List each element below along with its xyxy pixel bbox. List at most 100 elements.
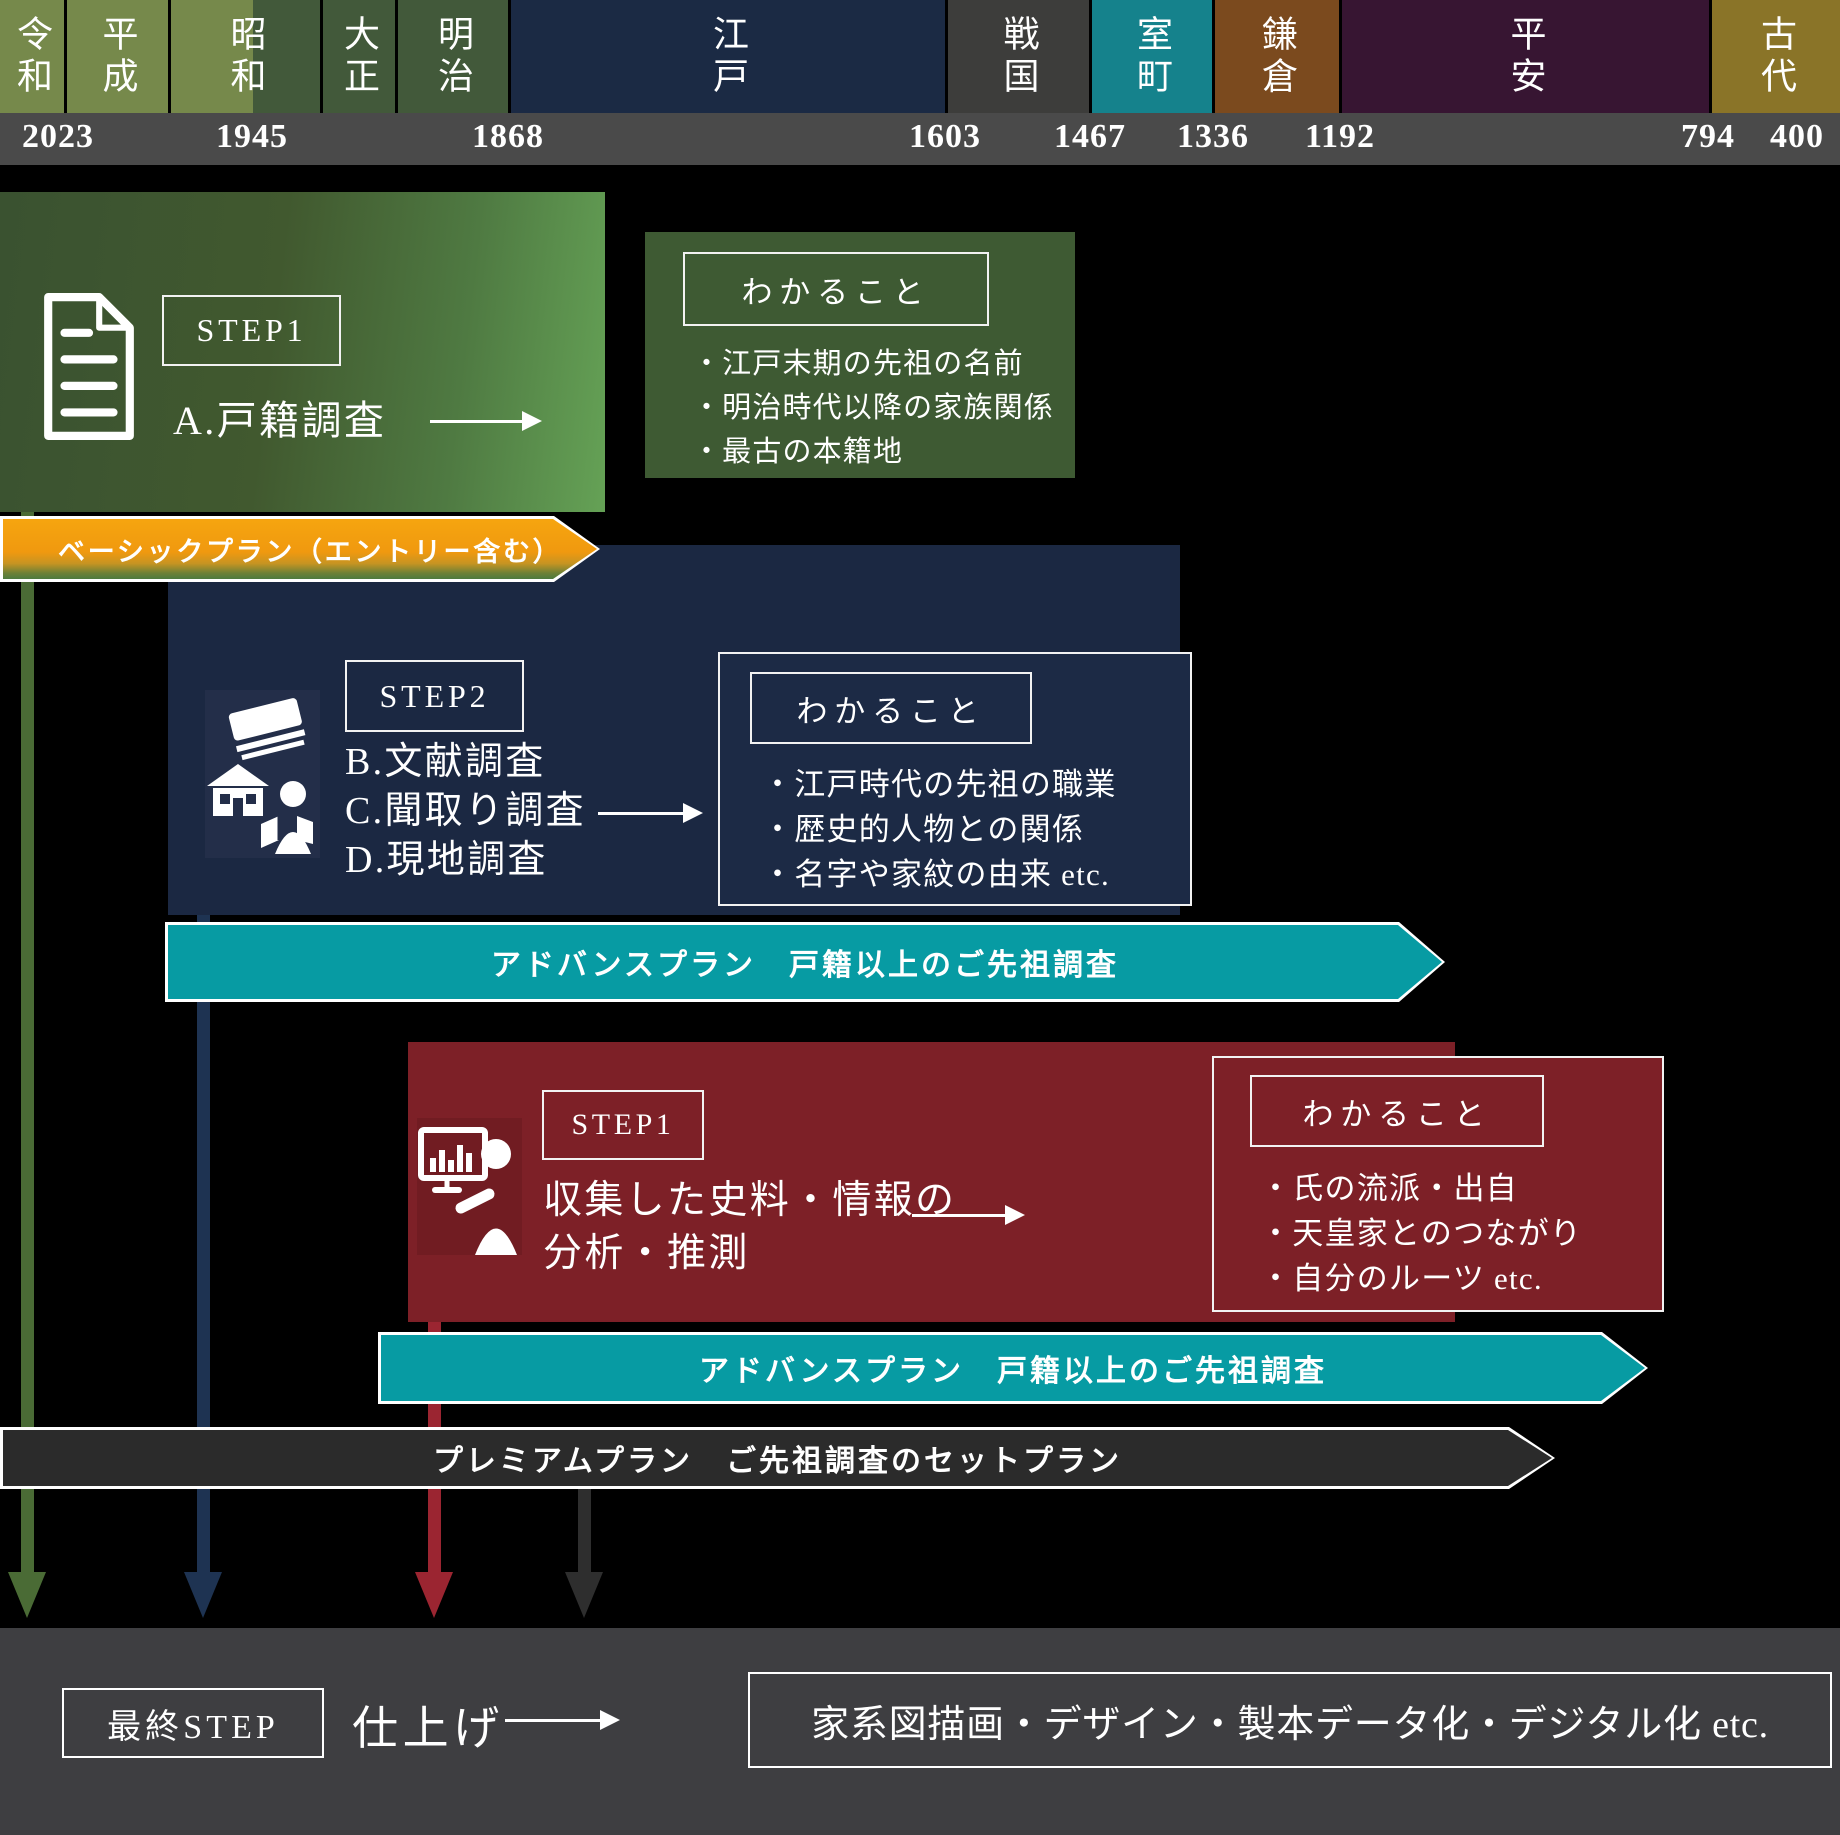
advance-plan-banner-label: アドバンスプラン 戸籍以上のご先祖調査 [491, 949, 1119, 982]
final-arrow-right-icon [505, 1710, 620, 1730]
year-1192: 1192 [1304, 118, 1376, 155]
era-label: 戦国 [998, 14, 1039, 99]
learn-item: ・明治時代以降の家族関係 [692, 392, 1054, 424]
timeline-era-sengoku: 戦国 [948, 0, 1089, 113]
premium-plan-banner-label: プレミアムプラン ご先祖調査のセットプラン [432, 1445, 1123, 1478]
advance-learn-title-box: わかること [750, 672, 1032, 744]
basic-learn-panel: わかること ・江戸末期の先祖の名前 ・明治時代以降の家族関係 ・最古の本籍地 [645, 232, 1075, 478]
learn-item: ・自分のルーツ etc. [1260, 1261, 1543, 1296]
basic-arrow-right-icon [430, 411, 542, 431]
premium-plan-banner: プレミアムプラン ご先祖調査のセットプラン [0, 1427, 1555, 1489]
year-400: 400 [1770, 118, 1824, 155]
basic-learn-items: ・江戸末期の先祖の名前 ・明治時代以降の家族関係 ・最古の本籍地 [692, 342, 1054, 474]
basic-learn-title: わかること [741, 274, 931, 310]
advance-learn-title: わかること [796, 693, 986, 729]
analysis-title-line: 分析・推測 [543, 1232, 750, 1275]
year-1467: 1467 [1054, 118, 1126, 155]
field-research-icon [205, 690, 320, 858]
analysis-presentation-icon [417, 1118, 522, 1255]
timeline-era-taisho: 大正 [323, 0, 395, 113]
era-label: 大正 [339, 14, 379, 99]
advance-item: C.聞取り調査 [345, 790, 586, 832]
analysis-learn-items: ・氏の流派・出自 ・天皇家とのつながり ・自分のルーツ etc. [1260, 1166, 1582, 1301]
learn-item: ・江戸時代の先祖の職業 [762, 767, 1117, 802]
premium-plan-arrow-down-icon [565, 1572, 603, 1618]
timeline-era-kodai: 古代 [1712, 0, 1840, 113]
analysis-plan-arrow-down-icon [415, 1572, 453, 1618]
era-label: 古代 [1756, 14, 1796, 99]
timeline-era-edo: 江戸 [511, 0, 945, 113]
analysis-plan-banner-label: アドバンスプラン 戸籍以上のご先祖調査 [699, 1355, 1327, 1388]
analysis-step-badge-label: STEP1 [571, 1108, 675, 1141]
final-result-box: 家系図描画・デザイン・製本データ化・デジタル化 etc. [748, 1672, 1832, 1768]
era-label: 昭和 [225, 14, 266, 99]
advance-plan-line [197, 912, 210, 1575]
analysis-plan-banner: アドバンスプラン 戸籍以上のご先祖調査 [378, 1332, 1648, 1404]
basic-plan-banner-body: ベーシックプラン（エントリー含む） [3, 519, 597, 579]
year-2023: 2023 [22, 118, 94, 155]
year-1868: 1868 [472, 118, 544, 155]
era-label: 室町 [1132, 14, 1172, 99]
timeline-era-heian: 平安 [1342, 0, 1709, 113]
advance-plan-banner: アドバンスプラン 戸籍以上のご先祖調査 [165, 922, 1445, 1002]
premium-plan-banner-body: プレミアムプラン ご先祖調査のセットプラン [3, 1430, 1552, 1486]
analysis-title-line: 収集した史料・情報の [543, 1179, 957, 1222]
document-icon [38, 288, 140, 445]
era-label: 平成 [97, 14, 138, 99]
learn-item: ・天皇家とのつながり [1260, 1216, 1583, 1251]
learn-item: ・最古の本籍地 [692, 436, 904, 468]
basic-learn-title-box: わかること [683, 252, 989, 326]
year-794: 794 [1681, 118, 1735, 155]
era-label: 鎌倉 [1257, 14, 1297, 99]
final-result-label: 家系図描画・デザイン・製本データ化・デジタル化 etc. [811, 1703, 1769, 1746]
advance-step-badge-label: STEP2 [379, 677, 490, 714]
year-1603: 1603 [909, 118, 981, 155]
era-label: 江戸 [708, 14, 748, 99]
advance-arrow-right-icon [598, 803, 703, 823]
era-label: 令和 [12, 14, 52, 99]
basic-step-block: STEP1 A.戸籍調査 [0, 192, 605, 512]
timeline-era-showa: 昭和 [171, 0, 320, 113]
timeline-era-heisei: 平成 [67, 0, 168, 113]
era-label: 明治 [433, 14, 473, 99]
learn-item: ・氏の流派・出自 [1260, 1171, 1518, 1206]
basic-plan-banner: ベーシックプラン（エントリー含む） [0, 516, 600, 582]
advance-item: B.文献調査 [345, 741, 546, 783]
year-1336: 1336 [1177, 118, 1249, 155]
final-step-bar: 最終STEP 仕上げ 家系図描画・デザイン・製本データ化・デジタル化 etc. [0, 1628, 1840, 1835]
timeline-era-kamakura: 鎌倉 [1215, 0, 1339, 113]
analysis-learn-title-box: わかること [1250, 1075, 1544, 1147]
advance-step-badge: STEP2 [345, 660, 524, 732]
learn-item: ・江戸末期の先祖の名前 [692, 348, 1024, 380]
analysis-arrow-right-icon [912, 1205, 1025, 1225]
timeline-era-muromachi: 室町 [1092, 0, 1212, 113]
learn-item: ・歴史的人物との関係 [762, 812, 1085, 847]
year-1945: 1945 [216, 118, 288, 155]
era-label: 平安 [1505, 14, 1546, 99]
basic-step-badge-label: STEP1 [196, 312, 307, 348]
basic-plan-banner-label: ベーシックプラン（エントリー含む） [58, 536, 563, 567]
advance-learn-panel: わかること ・江戸時代の先祖の職業 ・歴史的人物との関係 ・名字や家紋の由来 e… [718, 652, 1192, 906]
timeline-era-reiwa: 令和 [0, 0, 64, 113]
analysis-plan-banner-body: アドバンスプラン 戸籍以上のご先祖調査 [381, 1335, 1645, 1401]
advance-learn-items: ・江戸時代の先祖の職業 ・歴史的人物との関係 ・名字や家紋の由来 etc. [762, 762, 1117, 897]
basic-step-title: A.戸籍調査 [173, 398, 387, 443]
basic-step-badge: STEP1 [162, 295, 341, 366]
timeline-era-meiji: 明治 [398, 0, 508, 113]
advance-plan-banner-body: アドバンスプラン 戸籍以上のご先祖調査 [168, 925, 1442, 999]
advance-step-items: B.文献調査 C.聞取り調査 D.現地調査 [345, 738, 586, 885]
analysis-step-title: 収集した史料・情報の 分析・推測 [543, 1174, 956, 1280]
timeline-years-bar [0, 113, 1840, 165]
final-step-title: 仕上げ [352, 1703, 504, 1754]
learn-item: ・名字や家紋の由来 etc. [762, 857, 1110, 892]
final-step-badge: 最終STEP [62, 1688, 324, 1758]
final-step-badge-label: 最終STEP [107, 1708, 279, 1746]
premium-plan-line [578, 1487, 591, 1575]
advance-item: D.現地調査 [345, 839, 548, 881]
analysis-step-badge: STEP1 [542, 1090, 704, 1160]
basic-plan-line [21, 508, 34, 1575]
analysis-learn-panel: わかること ・氏の流派・出自 ・天皇家とのつながり ・自分のルーツ etc. [1212, 1056, 1664, 1312]
analysis-learn-title: わかること [1302, 1096, 1492, 1132]
advance-plan-arrow-down-icon [184, 1572, 222, 1618]
